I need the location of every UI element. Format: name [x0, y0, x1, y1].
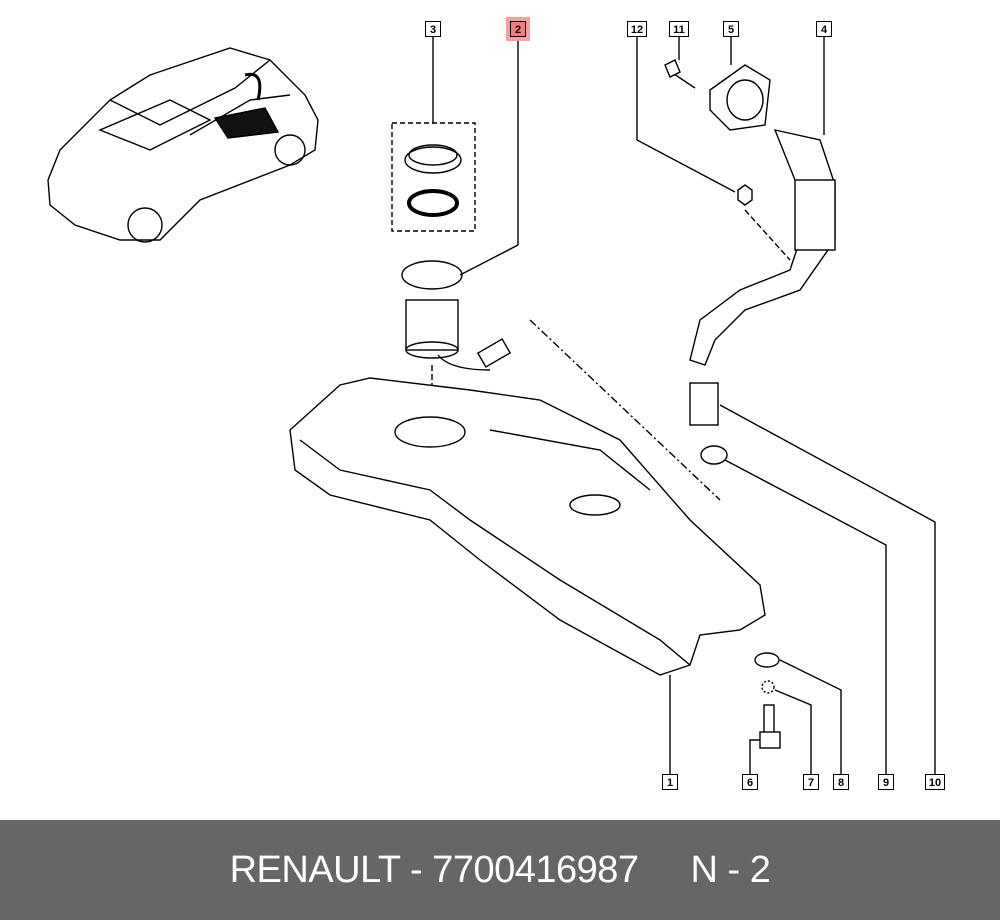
part-info-footer: RENAULT - 7700416987 N - 2: [0, 820, 1000, 920]
callout-1[interactable]: 1: [662, 774, 678, 790]
part-9-clamp: [700, 445, 887, 775]
callout-7[interactable]: 7: [803, 774, 819, 790]
callout-3[interactable]: 3: [425, 21, 441, 37]
part-7-clip: [761, 680, 812, 775]
part-5-filler-housing: [709, 37, 771, 131]
fuel-system-diagram: [47, 37, 936, 775]
part-8-washer: [754, 652, 842, 775]
callout-6[interactable]: 6: [742, 774, 758, 790]
callout-4[interactable]: 4: [816, 21, 832, 37]
part-6-bolt: [749, 704, 781, 775]
car-thumbnail: [47, 47, 319, 243]
part-10-hose: [689, 382, 936, 775]
callout-9[interactable]: 9: [878, 774, 894, 790]
part-1-fuel-tank: [289, 377, 766, 775]
callout-2[interactable]: 2: [506, 17, 530, 41]
part-4-filler-neck: [689, 37, 836, 366]
part-11-bolt: [664, 37, 696, 89]
part-12-nut: [636, 37, 791, 261]
part-number-label: RENAULT - 7700416987: [229, 848, 639, 891]
callout-12[interactable]: 12: [627, 21, 647, 37]
callout-5[interactable]: 5: [723, 21, 739, 37]
callout-11[interactable]: 11: [669, 21, 689, 37]
callout-8[interactable]: 8: [833, 774, 849, 790]
position-label: N - 2: [690, 848, 771, 891]
part-3-ring-seal: [391, 37, 476, 232]
callout-10[interactable]: 10: [925, 774, 945, 790]
part-2-fuel-pump: [401, 37, 519, 410]
